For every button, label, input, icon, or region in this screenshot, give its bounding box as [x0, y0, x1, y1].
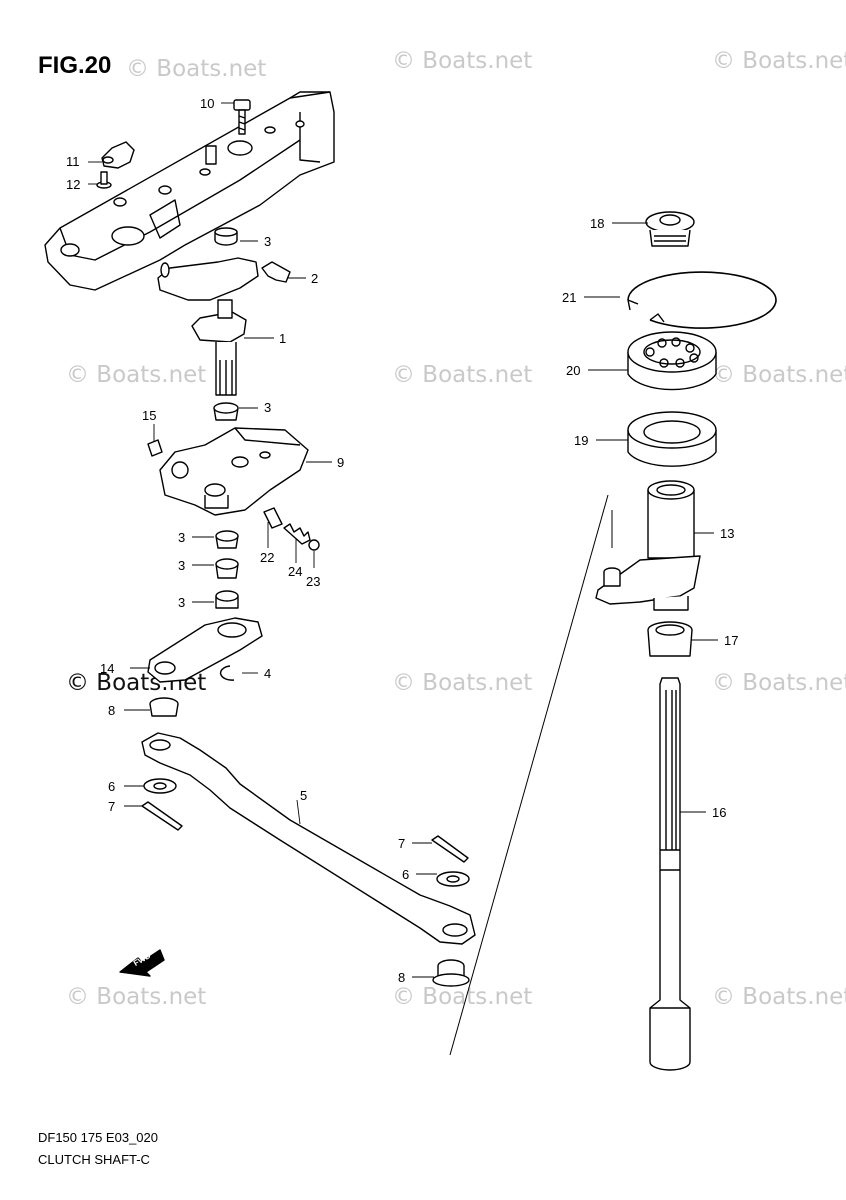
part-6-washer — [436, 871, 470, 887]
model-code: DF150 175 E03_020 — [38, 1130, 158, 1145]
callout-13: 13 — [720, 526, 735, 541]
shift-lever-plate — [157, 257, 259, 301]
part-8-bushing — [432, 959, 470, 987]
watermark-text: © Boats.net — [66, 984, 207, 1010]
part-10-bolt — [233, 99, 251, 135]
callout-12: 12 — [66, 177, 81, 192]
part-7-cotter-pin — [431, 835, 469, 863]
callout-6: 6 — [108, 779, 116, 794]
fwd-arrow-icon — [119, 949, 165, 977]
watermark-text: © Boats.net — [712, 984, 846, 1010]
part-11-clip — [101, 141, 135, 169]
callout-10: 10 — [200, 96, 215, 111]
callout-19: 19 — [574, 433, 589, 448]
part-12-screw — [96, 171, 112, 189]
watermark-text: © Boats.net — [126, 56, 267, 82]
part-4-e-clip — [219, 665, 235, 681]
watermark-text: © Boats.net — [712, 362, 846, 388]
leader-lines — [88, 102, 718, 978]
figure-title: FIG.20 — [38, 52, 112, 79]
part-3-bushing — [213, 402, 239, 421]
callout-17: 17 — [724, 633, 739, 648]
callout-3: 3 — [178, 558, 186, 573]
part-3-bushing — [215, 558, 239, 579]
callout-9: 9 — [337, 455, 345, 470]
part-17-bushing — [647, 621, 693, 657]
callout-2: 2 — [311, 271, 319, 286]
callout-20: 20 — [566, 363, 581, 378]
part-24-spring — [283, 523, 311, 545]
part-19-oil-seal — [627, 411, 717, 467]
callout-1: 1 — [279, 331, 287, 346]
callout-15: 15 — [142, 408, 157, 423]
callout-7: 7 — [108, 799, 116, 814]
watermark-text: © Boats.net — [66, 362, 207, 388]
watermark-text: © Boats.net — [712, 670, 846, 696]
part-3-bushing — [215, 530, 239, 549]
part-3-bushing — [214, 227, 238, 246]
part-15-screw — [147, 439, 163, 457]
part-9-housing — [159, 427, 309, 516]
part-7-cotter-pin — [141, 801, 183, 831]
watermark-text: © Boats.net — [392, 362, 533, 388]
part-21-snap-ring — [627, 271, 777, 329]
watermark-text: © Boats.net — [392, 984, 533, 1010]
callout-3: 3 — [178, 530, 186, 545]
watermark-text: © Boats.net — [392, 48, 533, 74]
callout-23: 23 — [306, 574, 321, 589]
callout-11: 11 — [66, 154, 80, 169]
part-3-bushing — [215, 590, 239, 609]
callout-18: 18 — [590, 216, 605, 231]
callout-3: 3 — [264, 400, 272, 415]
diagram-caption: CLUTCH SHAFT-C — [38, 1152, 150, 1167]
callout-8: 8 — [398, 970, 406, 985]
callout-14: 14 — [100, 661, 115, 676]
part-6-washer — [143, 778, 177, 794]
part-20-bearing — [627, 331, 717, 391]
callout-3: 3 — [178, 595, 186, 610]
callout-22: 22 — [260, 550, 275, 565]
callout-7: 7 — [398, 836, 406, 851]
part-2-spring-clip — [261, 261, 291, 283]
part-1-shift-shaft — [191, 299, 247, 396]
callout-16: 16 — [712, 805, 727, 820]
callout-3: 3 — [264, 234, 272, 249]
part-22-pin — [263, 507, 283, 529]
part-23-ball — [308, 539, 320, 551]
callout-4: 4 — [264, 666, 272, 681]
shift-bracket — [44, 91, 335, 291]
watermark-text: © Boats.net — [712, 48, 846, 74]
part-16-clutch-shaft — [649, 677, 691, 1071]
part-5-link-rod — [141, 732, 476, 945]
callout-5: 5 — [300, 788, 308, 803]
callout-8: 8 — [108, 703, 116, 718]
part-18-plug — [645, 211, 695, 247]
watermark-text: © Boats.net — [392, 670, 533, 696]
part-8-bushing — [149, 697, 179, 717]
callout-24: 24 — [288, 564, 303, 579]
callout-21: 21 — [562, 290, 577, 305]
callout-6: 6 — [402, 867, 410, 882]
part-13-clutch-arm — [595, 480, 701, 611]
part-14-arm — [147, 617, 263, 683]
